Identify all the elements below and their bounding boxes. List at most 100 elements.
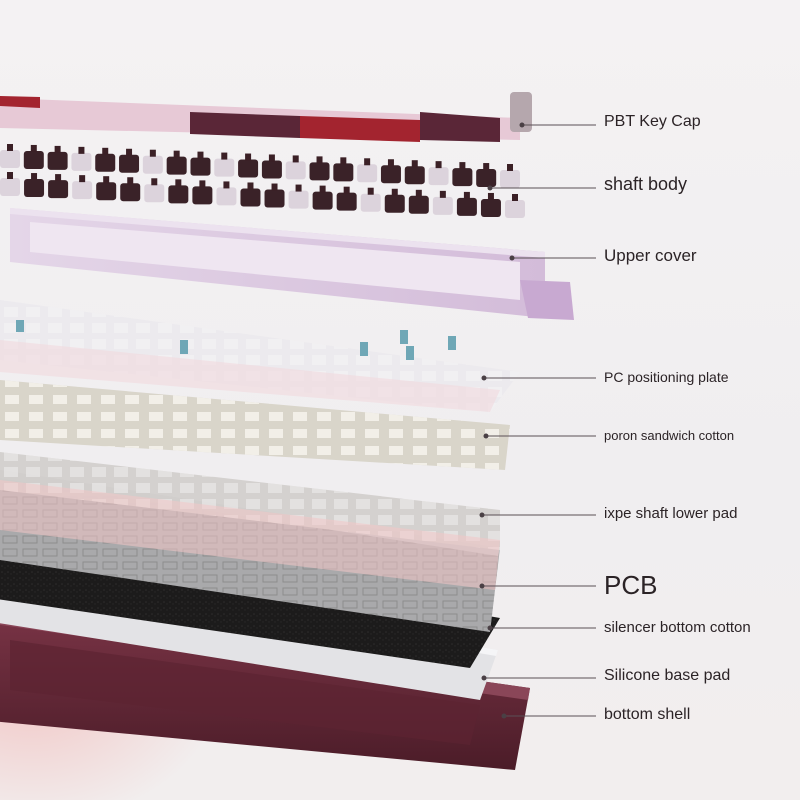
switch-icon	[0, 150, 20, 168]
switch-icon	[119, 154, 140, 173]
switch-icon	[500, 170, 520, 188]
switch-icon	[240, 188, 261, 207]
switch-icon	[285, 161, 306, 180]
switch-icon	[476, 169, 497, 188]
label-pcb: PCB	[604, 570, 658, 600]
switch-icon	[168, 185, 189, 204]
leader-dots	[479, 122, 525, 719]
switch-stem-icon	[439, 190, 446, 198]
label-pbt-key-cap: PBT Key Cap	[604, 113, 701, 130]
switch-stem-icon	[507, 164, 513, 171]
switch-stem-icon	[78, 146, 85, 154]
label-ixpe-shaft-lower-pad: ixpe shaft lower pad	[604, 505, 738, 522]
switch-icon	[428, 167, 449, 186]
switch-icon	[166, 156, 187, 175]
switch-stem-icon	[245, 153, 252, 161]
switch-stem-icon	[175, 179, 182, 187]
switch-icon	[333, 163, 354, 182]
switch-icon	[408, 195, 429, 214]
switch-stem-icon	[319, 185, 326, 193]
switch-icon	[288, 190, 309, 209]
switch-stem-icon	[411, 160, 418, 168]
switch-stem-icon	[483, 163, 490, 171]
switch-icon	[261, 160, 282, 179]
switch-stem-icon	[149, 149, 156, 157]
switch-icon	[238, 159, 259, 178]
switch-stem-icon	[435, 161, 442, 169]
switch-stem-icon	[103, 176, 110, 184]
switch-icon	[312, 191, 333, 210]
switch-icon	[452, 168, 473, 187]
switch-stem-icon	[102, 147, 109, 155]
switch-icon	[505, 200, 525, 218]
label-bottom-shell: bottom shell	[604, 706, 691, 723]
switch-stem-icon	[197, 151, 204, 159]
switch-icon	[404, 166, 425, 185]
switch-stem-icon	[391, 188, 398, 196]
switch-stem-icon	[55, 174, 62, 182]
switch-icon	[24, 179, 45, 198]
switches-layer	[0, 144, 525, 218]
switch-icon	[72, 181, 93, 200]
switch-icon	[216, 187, 237, 206]
switch-icon	[47, 151, 68, 170]
switch-stem-icon	[54, 145, 61, 153]
pc-plate-layer	[0, 300, 520, 412]
switch-stem-icon	[221, 152, 228, 160]
label-poron-sandwich-cotton: poron sandwich cotton	[604, 428, 735, 443]
keycaps-layer	[0, 92, 532, 142]
switch-icon	[264, 189, 285, 208]
switch-icon	[357, 164, 378, 183]
switch-stem-icon	[79, 175, 86, 183]
knob-icon	[510, 92, 532, 132]
switch-stem-icon	[7, 172, 13, 179]
switch-icon	[190, 157, 211, 176]
switch-icon	[120, 183, 141, 202]
switch-icon	[71, 152, 92, 171]
switch-stem-icon	[463, 191, 470, 199]
stabilizer-icon	[16, 320, 456, 360]
switch-stem-icon	[292, 155, 299, 163]
upper-cover-layer	[10, 208, 574, 320]
switch-stem-icon	[512, 194, 518, 201]
switch-stem-icon	[295, 184, 302, 192]
switch-icon	[309, 162, 330, 181]
label-pc-positioning-plate: PC positioning plate	[604, 369, 729, 385]
switch-stem-icon	[459, 162, 466, 170]
switch-icon	[23, 150, 44, 169]
switch-icon	[456, 197, 477, 216]
switch-icon	[214, 158, 235, 177]
switch-icon	[96, 182, 117, 201]
label-silencer-bottom-cotton: silencer bottom cotton	[604, 619, 751, 636]
switch-icon	[0, 178, 20, 196]
switch-stem-icon	[415, 189, 422, 197]
switch-stem-icon	[340, 157, 347, 165]
switch-stem-icon	[316, 156, 323, 164]
switch-icon	[380, 165, 401, 184]
switch-stem-icon	[223, 181, 230, 189]
switch-stem-icon	[247, 182, 254, 190]
switch-icon	[384, 194, 405, 213]
label-silicone-base-pad: Silicone base pad	[604, 667, 731, 684]
switch-stem-icon	[487, 192, 494, 200]
switch-icon	[142, 155, 163, 174]
switch-stem-icon	[7, 144, 13, 151]
switch-stem-icon	[31, 173, 38, 181]
label-upper-cover: Upper cover	[604, 246, 697, 265]
switch-stem-icon	[367, 187, 374, 195]
switch-icon	[480, 198, 501, 217]
switch-stem-icon	[126, 148, 133, 156]
switch-icon	[144, 184, 165, 203]
poron-cotton-layer	[0, 380, 510, 470]
switch-stem-icon	[173, 150, 180, 158]
ixpe-pad-layer	[0, 452, 500, 590]
label-shaft-body: shaft body	[604, 174, 688, 194]
switch-stem-icon	[387, 159, 394, 167]
switch-icon	[432, 196, 453, 215]
switch-stem-icon	[343, 186, 350, 194]
switch-stem-icon	[30, 144, 37, 152]
switch-icon	[192, 186, 213, 205]
switch-stem-icon	[271, 183, 278, 191]
switch-stem-icon	[364, 158, 371, 166]
